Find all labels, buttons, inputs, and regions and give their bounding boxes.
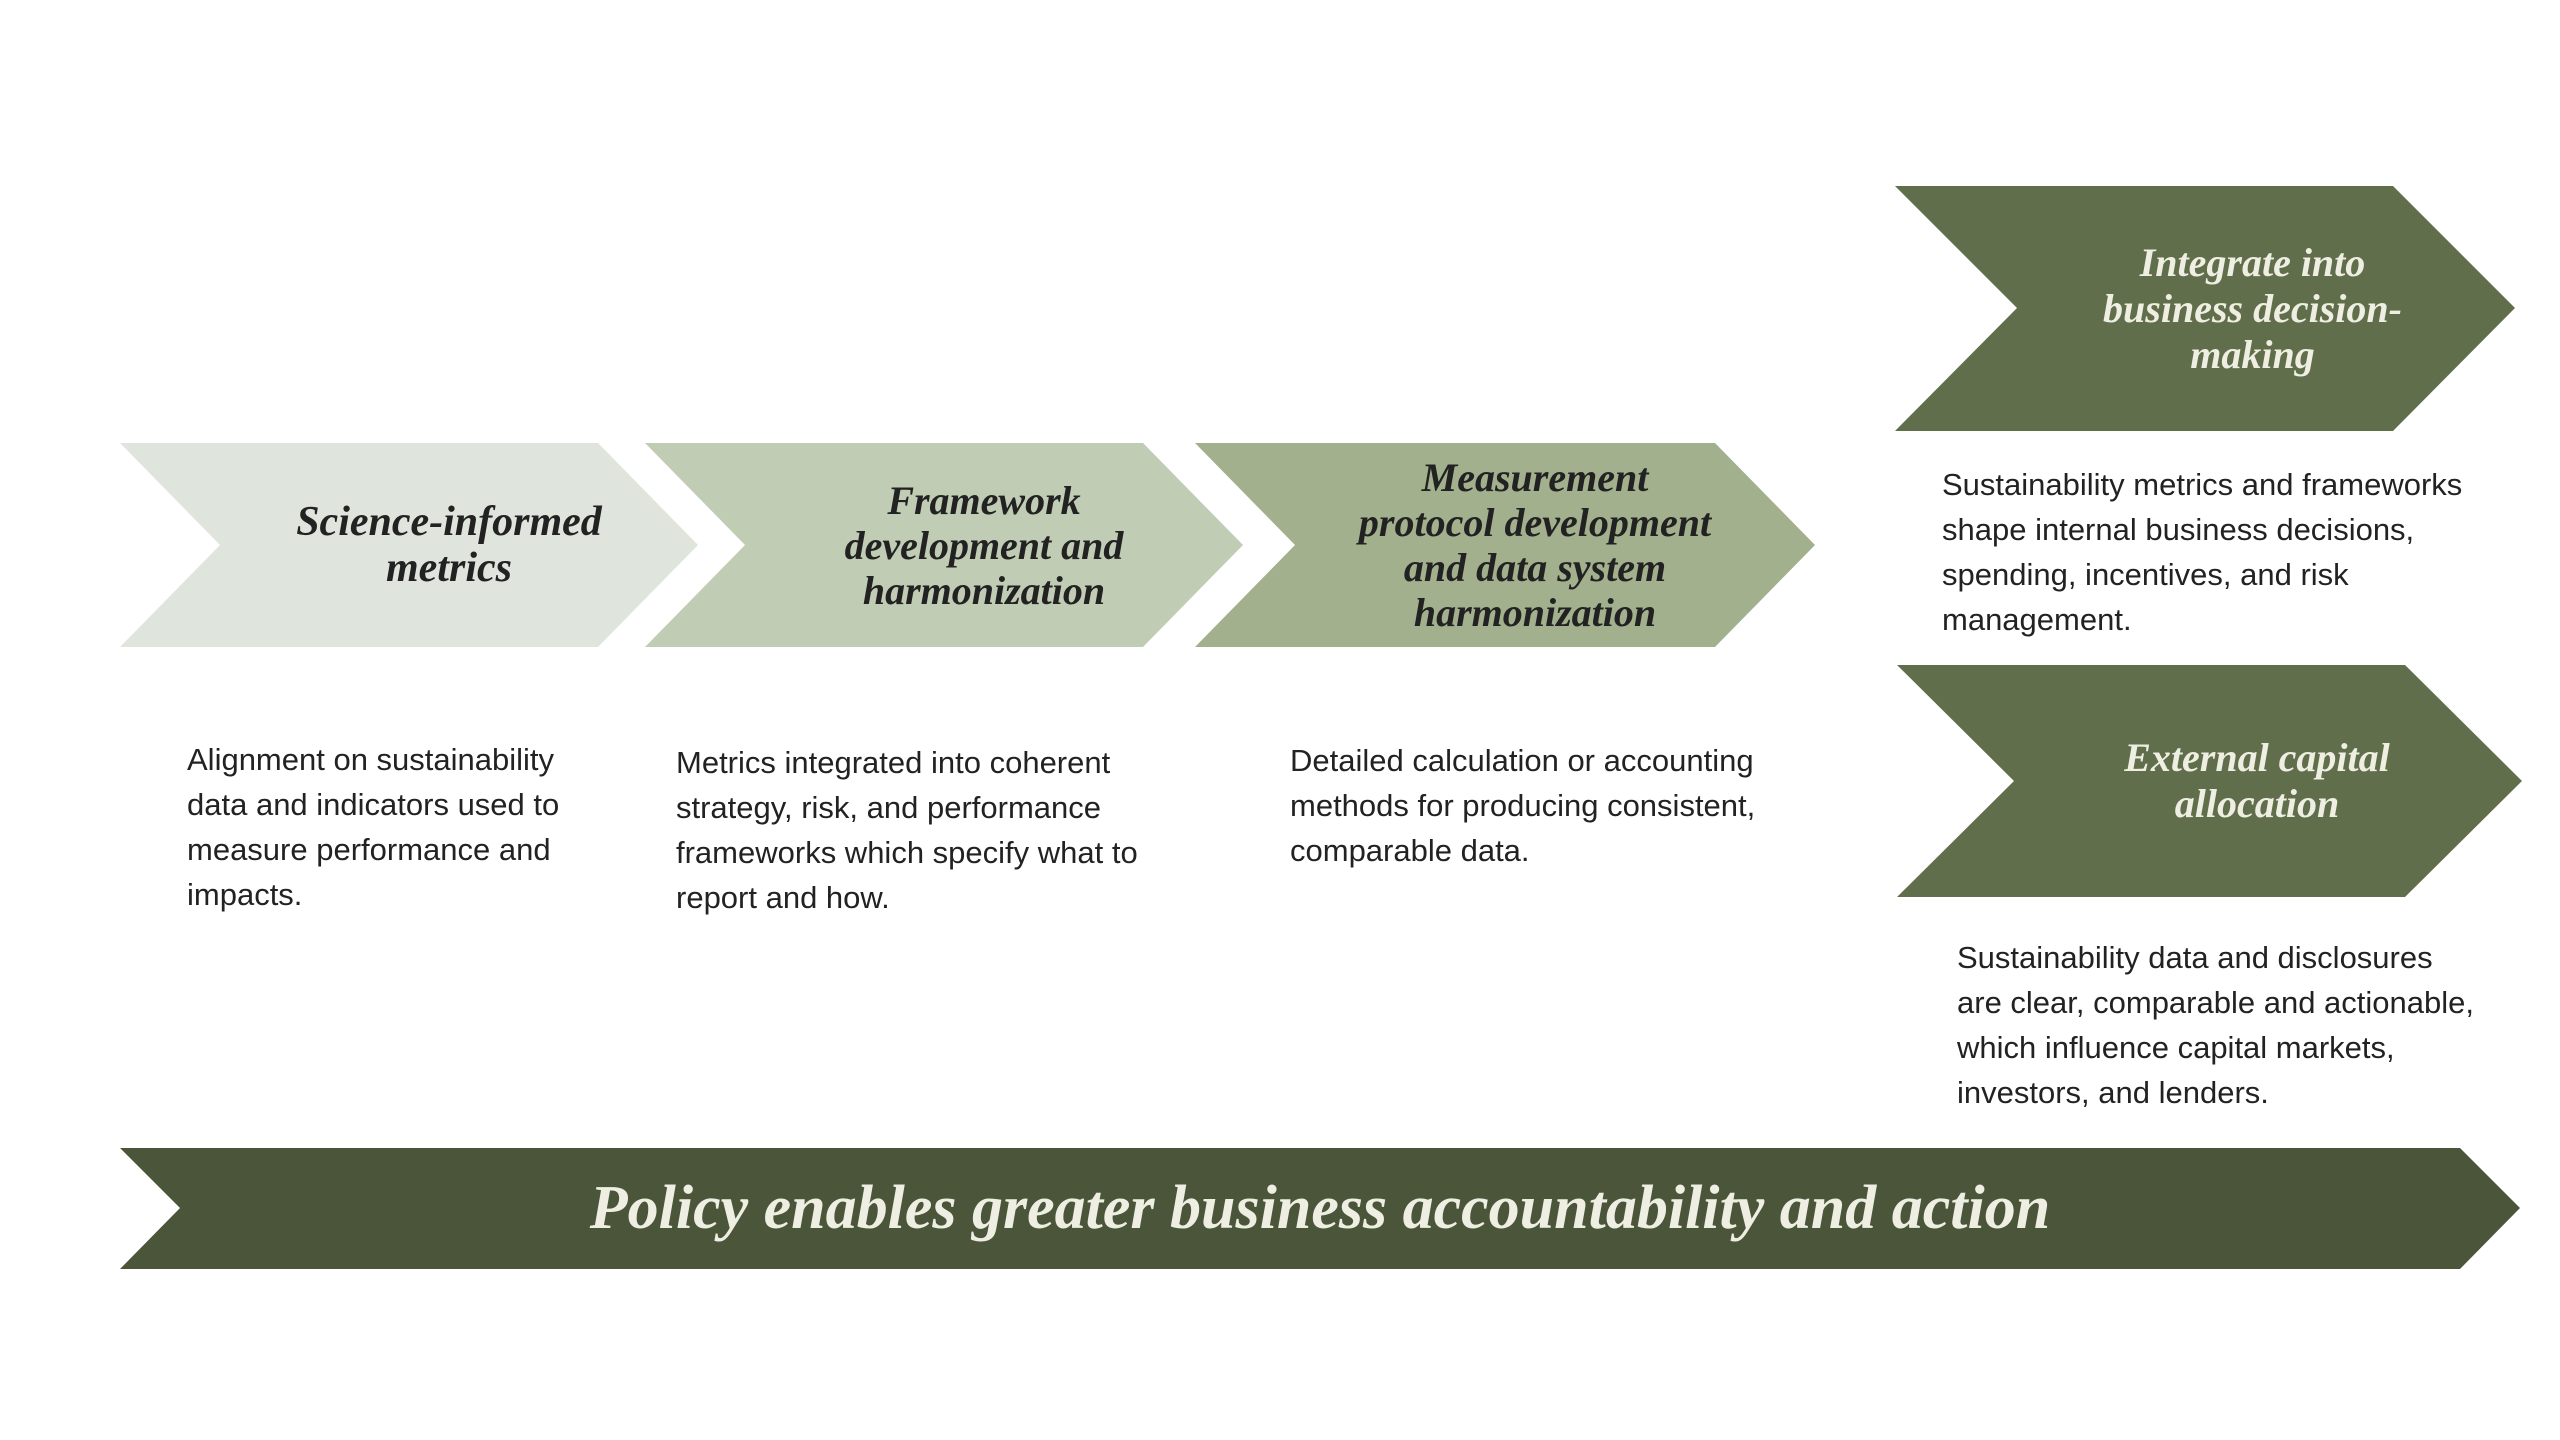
chevron-shape-icon: [1195, 443, 1815, 647]
chevron-shape-icon: [645, 443, 1243, 647]
outcome-2-chevron: External capital allocation: [1897, 665, 2522, 897]
outcome-1-description: Sustainability metrics and frameworks sh…: [1942, 467, 2463, 637]
chevron-shape-icon: [1895, 186, 2515, 431]
step-2-title: Framework development and harmonization: [844, 477, 1124, 613]
outcome-2-title: External capital allocation: [2124, 735, 2390, 826]
step-2-description: Metrics integrated into coherent strateg…: [676, 745, 1138, 915]
step-1-description: Alignment on sustainability data and ind…: [187, 742, 560, 912]
step-2-chevron: Framework development and harmonization: [645, 443, 1243, 647]
outcome-1-title: Integrate into business decision- making: [2103, 239, 2402, 377]
step-1-title: Science-informed metrics: [296, 499, 602, 591]
step-3-title: Measurement protocol development and dat…: [1358, 455, 1712, 635]
banner-arrow-icon: [120, 1148, 2520, 1269]
step-1-chevron: Science-informed metrics: [120, 443, 698, 647]
outcome-2-description: Sustainability data and disclosures are …: [1957, 940, 2474, 1110]
policy-banner: Policy enables greater business accounta…: [120, 1148, 2520, 1269]
chevron-shape-icon: [1897, 665, 2522, 897]
step-3-chevron: Measurement protocol development and dat…: [1195, 443, 1815, 647]
chevron-shape-icon: [120, 443, 698, 647]
policy-banner-text: Policy enables greater business accounta…: [589, 1174, 2051, 1242]
step-3-description: Detailed calculation or accounting metho…: [1290, 743, 1756, 868]
outcome-1-chevron: Integrate into business decision- making: [1895, 186, 2515, 431]
